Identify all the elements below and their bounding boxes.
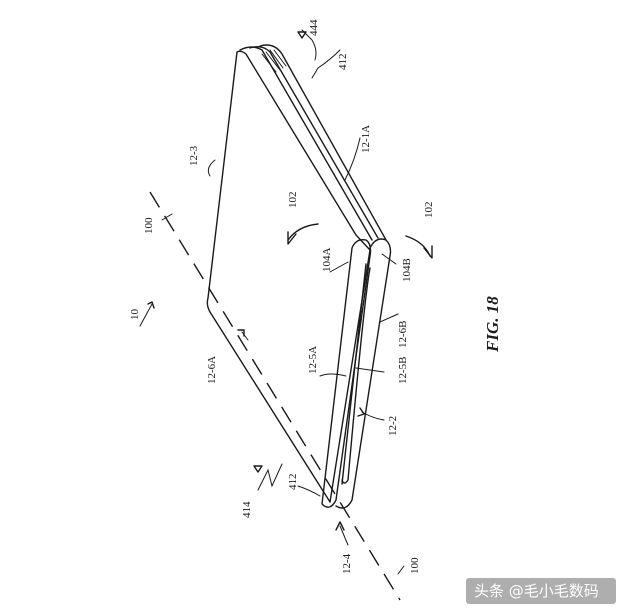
label-12-4: 12-4 [341, 553, 353, 574]
rotation-arc-left [287, 223, 319, 241]
leader-100-lower [397, 565, 405, 575]
watermark-background [466, 578, 616, 604]
label-102-left: 102 [287, 192, 299, 209]
leader-412-bottom [297, 485, 321, 497]
leader-104B [381, 253, 397, 265]
label-100-lower: 100 [409, 557, 421, 574]
label-444: 444 [308, 19, 320, 36]
upper-layer-edge-2 [249, 45, 379, 239]
label-102-right: 102 [423, 202, 435, 219]
leader-12-6A [241, 331, 249, 341]
hatch-4 [273, 49, 287, 67]
label-10: 10 [129, 309, 141, 321]
display-slot-outer [341, 263, 367, 485]
label-12-6A: 12-6A [206, 356, 218, 384]
figure-label: FIG. 18 [483, 296, 502, 353]
folded-half-104B [335, 238, 392, 509]
label-12-5B: 12-5B [397, 357, 409, 385]
label-414: 414 [241, 501, 253, 518]
label-412-bottom: 412 [287, 474, 299, 491]
watermark-text: 头条 @毛小毛数码 [474, 582, 599, 600]
arrow-10 [147, 301, 155, 309]
leader-104A [329, 261, 349, 273]
leader-12-3 [207, 159, 216, 177]
display-slot-inner [341, 267, 371, 484]
leader-412-top [311, 49, 341, 79]
leader-12-5B [355, 367, 385, 373]
label-12-3: 12-3 [188, 145, 200, 166]
folded-half-104A [321, 238, 372, 508]
arrow-12-6A [237, 329, 245, 337]
label-12-6B: 12-6B [397, 321, 409, 349]
label-104B: 104B [401, 258, 413, 282]
arrow-12-4 [335, 521, 345, 531]
label-412-top: 412 [337, 54, 349, 71]
label-104A: 104A [321, 248, 333, 273]
label-12-1A: 12-1A [360, 125, 372, 153]
label-100-upper: 100 [143, 217, 155, 234]
leader-10 [139, 303, 153, 327]
hatch-2 [265, 51, 281, 71]
rotation-arrowhead-right [423, 245, 433, 259]
label-12-2: 12-2 [387, 416, 399, 436]
leader-12-5A [319, 373, 347, 377]
rotation-arrowhead-left [287, 231, 297, 245]
fold-axis-line [149, 191, 401, 601]
hatch-1 [261, 53, 277, 73]
rotation-arc-right [405, 235, 431, 257]
leader-12-1A [344, 137, 361, 181]
leader-100-upper [161, 213, 173, 221]
rear-housing-panel [206, 50, 371, 503]
leader-12-4 [339, 525, 349, 546]
arrow-12-2 [357, 407, 365, 417]
upper-layer-edge-3 [259, 44, 387, 241]
label-12-5A: 12-5A [307, 346, 319, 374]
arrow-414 [253, 465, 263, 473]
leader-414 [257, 463, 283, 491]
hatch-3 [269, 49, 284, 69]
arrow-444 [297, 31, 307, 39]
leader-12-6B [379, 313, 399, 323]
